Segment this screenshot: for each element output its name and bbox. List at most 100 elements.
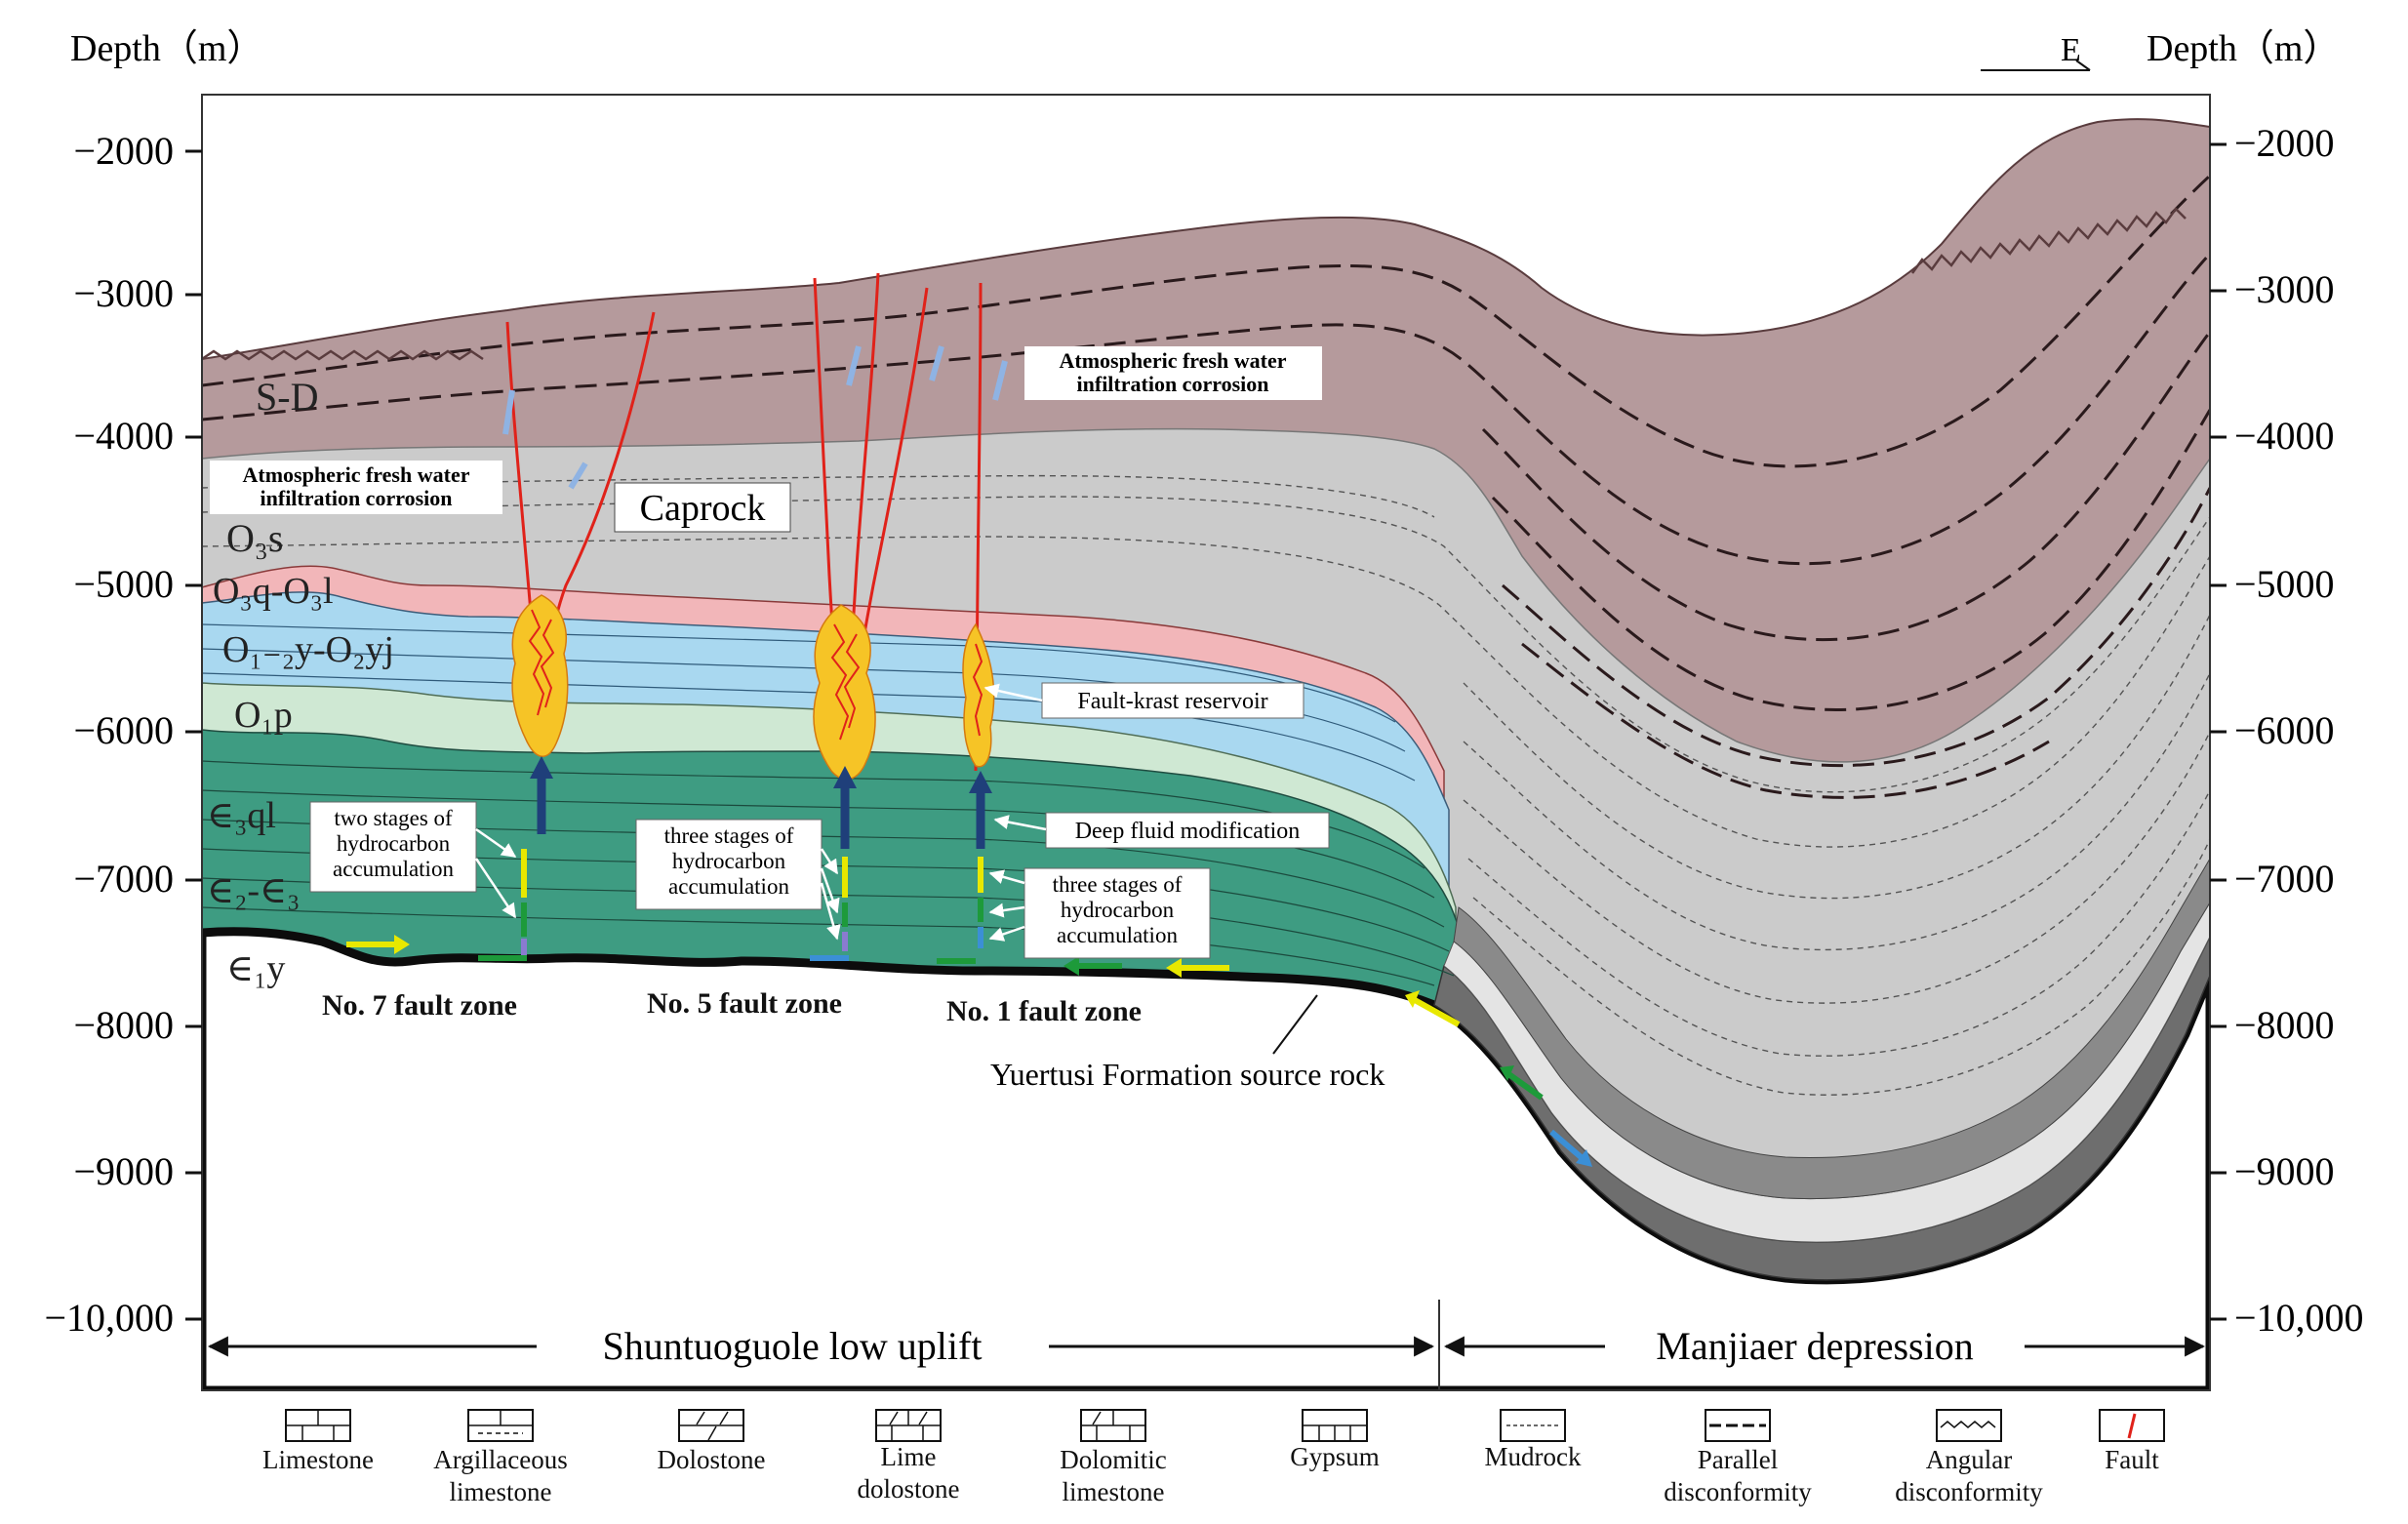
karst-fz7 — [511, 594, 569, 757]
deep-fluid-label: Deep fluid modification — [1075, 819, 1301, 844]
left-tick: −8000 — [73, 1003, 174, 1047]
fault-zone-5-label: No. 5 fault zone — [647, 987, 842, 1020]
deep-fluid-box — [1045, 812, 1330, 849]
label-o3q-o3l: O₃q-O₃l — [213, 571, 334, 612]
chart-frame — [201, 94, 2211, 1391]
source-rock-label: Yuertusi Formation source rock — [990, 1057, 1385, 1092]
legend-label: Argillaceous — [433, 1445, 567, 1474]
legend-mudrock-swatch — [1500, 1409, 1566, 1442]
legend: Limestone Argillaceous limestone Dolosto… — [262, 1409, 2165, 1506]
legend-label: Parallel — [1698, 1445, 1778, 1474]
left-tick: −5000 — [73, 562, 174, 606]
legend-label: dolostone — [858, 1474, 960, 1504]
fresh-water-left-line2: infiltration corrosion — [261, 486, 453, 510]
right-axis-title: Depth（m） — [2147, 28, 2340, 69]
source-rock-leader — [1272, 994, 1318, 1055]
east-arrow-head — [2075, 60, 2091, 71]
strata-group — [202, 118, 2210, 1390]
two-stages-box — [309, 801, 477, 893]
region-left-label: Shuntuoguole low uplift — [603, 1324, 983, 1368]
fault-karst-box — [1041, 682, 1304, 719]
right-tick: −5000 — [2234, 562, 2335, 606]
basin-upper-dark — [1453, 858, 2210, 1200]
fresh-water-right-line2: infiltration corrosion — [1077, 372, 1269, 396]
three-stages-right-line3: accumulation — [1057, 923, 1178, 947]
right-tick: −3000 — [2234, 267, 2335, 311]
migration-arrows — [346, 345, 1592, 1167]
fault-zone-7-label: No. 7 fault zone — [322, 989, 517, 1022]
karst-fz5 — [813, 604, 876, 781]
angular-disconformity-zigzag-2 — [1910, 207, 2187, 274]
angular-disconformity-zigzag — [202, 349, 484, 361]
legend-labels: Limestone Argillaceous limestone Dolosto… — [262, 1442, 2159, 1506]
formation-labels: S-D O₃s O₃q-O₃l O₁₋₂y-O₂yj O₁p ∈₃ql ∈₂-∈… — [207, 375, 394, 989]
three-stages-right-box — [1023, 867, 1211, 959]
three-stages-mid-line1: three stages of — [664, 823, 794, 848]
right-tick: −4000 — [2234, 414, 2335, 458]
right-tick: −10,000 — [2234, 1296, 2364, 1340]
legend-label: limestone — [450, 1477, 552, 1506]
legend-limestone-swatch — [285, 1409, 351, 1442]
three-stages-mid-line3: accumulation — [668, 874, 789, 899]
two-stages-line3: accumulation — [333, 857, 454, 881]
label-o1p: O₁p — [234, 695, 293, 736]
fault-karst-reservoirs — [511, 594, 995, 781]
right-tick-labels: −2000 −3000 −4000 −5000 −6000 −7000 −800… — [2234, 121, 2364, 1340]
right-tick: −9000 — [2234, 1149, 2335, 1193]
left-tick: −2000 — [73, 129, 174, 173]
legend-label: disconformity — [1895, 1477, 2043, 1506]
legend-angular-swatch — [1936, 1409, 2002, 1442]
right-tick: −6000 — [2234, 708, 2335, 752]
three-stages-right-line1: three stages of — [1053, 872, 1183, 897]
fault-zone-labels: No. 7 fault zone No. 5 fault zone No. 1 … — [322, 987, 1142, 1027]
two-stages-line2: hydrocarbon — [337, 831, 451, 856]
fresh-water-left-box — [210, 461, 502, 514]
label-caprock: Caprock — [640, 488, 766, 529]
two-stages-line1: two stages of — [334, 806, 453, 830]
three-stages-mid-box — [635, 819, 823, 910]
fresh-water-right-line1: Atmospheric fresh water — [1060, 348, 1287, 373]
legend-label: Fault — [2105, 1445, 2159, 1474]
legend-lime-dolostone-swatch — [875, 1409, 942, 1442]
legend-argillaceous-swatch — [467, 1409, 534, 1442]
deep-fluid-head-fz7 — [530, 756, 553, 779]
fault-karst-label: Fault-krast reservoir — [1077, 689, 1267, 714]
label-e3ql: ∈₃ql — [207, 795, 276, 836]
left-tick-labels: −2000 −3000 −4000 −5000 −6000 −7000 −800… — [44, 129, 174, 1340]
legend-label: Dolostone — [658, 1445, 766, 1474]
label-o3s: O₃s — [226, 516, 283, 560]
three-stages-right-line2: hydrocarbon — [1061, 898, 1175, 922]
left-tick: −3000 — [73, 271, 174, 315]
legend-label: disconformity — [1664, 1477, 1812, 1506]
legend-label: Gypsum — [1290, 1442, 1380, 1471]
right-tick: −8000 — [2234, 1003, 2335, 1047]
right-tick: −2000 — [2234, 121, 2335, 165]
karst-red-veins — [528, 609, 983, 741]
depth-ticks — [185, 142, 2227, 1321]
legend-gypsum-swatch — [1302, 1409, 1368, 1442]
fault-zone-1-label: No. 1 fault zone — [946, 995, 1142, 1027]
right-tick: −7000 — [2234, 857, 2335, 901]
legend-label: Angular — [1926, 1445, 2012, 1474]
legend-label: Dolomitic — [1060, 1445, 1167, 1474]
three-stages-mid-line2: hydrocarbon — [672, 849, 786, 873]
label-e2-e3: ∈₂-∈₃ — [207, 870, 300, 911]
left-tick: −9000 — [73, 1149, 174, 1193]
fresh-water-left-line1: Atmospheric fresh water — [243, 462, 470, 487]
region-right-label: Manjiaer depression — [1656, 1324, 1973, 1368]
left-tick: −4000 — [73, 414, 174, 458]
caprock-label-box — [614, 482, 791, 533]
left-tick: −6000 — [73, 708, 174, 752]
legend-label: Mudrock — [1485, 1442, 1582, 1471]
deep-fluid-head-fz5 — [833, 766, 857, 788]
label-sd: S-D — [256, 375, 318, 419]
sd-disconformity-dashes — [202, 174, 2210, 799]
deep-fluid-head-fz1 — [969, 771, 992, 793]
legend-label: limestone — [1063, 1477, 1165, 1506]
mudrock-dashes — [202, 474, 2210, 1096]
legend-label: Limestone — [262, 1445, 374, 1474]
label-o12y-o2yj: O₁₋₂y-O₂yj — [222, 629, 394, 670]
annotation-boxes: Atmospheric fresh water infiltration cor… — [210, 346, 1330, 959]
legend-label: Lime — [881, 1442, 937, 1471]
fresh-water-right-box — [1024, 346, 1322, 400]
